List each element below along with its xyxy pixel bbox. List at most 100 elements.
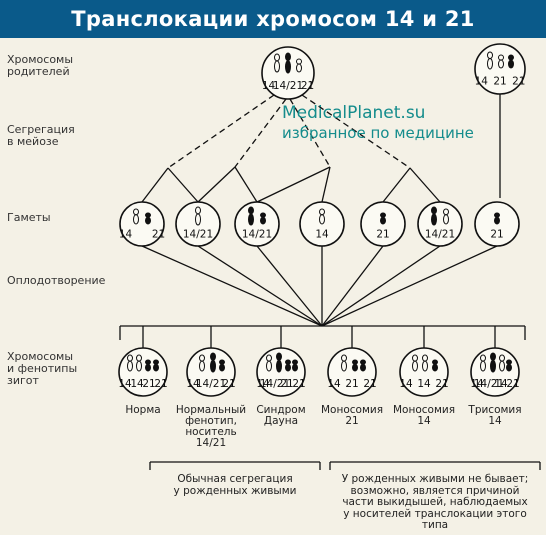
gamete-cell-1-chromosome-1-arm-p [145,212,151,218]
page-title: Транслокации хромосом 14 и 21 [71,7,475,31]
gamete-cell-3-membrane [234,201,280,247]
parent-normal-cell-chromosome-1-arm-p [498,54,504,61]
zygote-cell-4-chromosome-1-arm-q [352,363,358,372]
gamete-cell-6: 14/21 [417,201,463,247]
zygote-cell-1-chromosome-3-arm-p [153,359,159,365]
zygote-cell-5-label-2: 21 [435,378,448,390]
gamete-cell-3-chromosome-1-arm-q [260,216,266,225]
zygote-cell-3-chromosome-1-arm-q [276,359,282,373]
gamete-cell-6-chromosome-1-arm-p [443,208,449,216]
branch-line [167,167,199,203]
note-line: типа [421,519,449,531]
label-line: родителей [7,65,70,78]
caption-line: Норма [125,404,161,416]
gamete-cell-7-label-0: 21 [490,229,503,241]
parent-normal-cell-chromosome-2-arm-p [508,54,514,61]
caption-line: Нормальный [175,404,247,416]
label-zygotes: Хромосомы и фенотипы зигот [7,351,77,387]
zygote-cell-5-chromosome-2-arm-p [432,359,438,365]
gamete-cell-5-label-0: 21 [376,229,389,241]
zygote-cell-2-chromosome-1-arm-q [210,359,216,373]
fertilization-line [141,245,323,327]
zygote-cell-3-label-2: 21 [280,378,293,390]
zygote-cell-1-chromosome-2-arm-q [145,363,151,372]
gamete-cell-6-chromosome-1-arm-q [443,214,449,225]
zygote-cell-6-label-0: 14 [470,378,484,390]
label-line: Гаметы [7,211,51,224]
zygote-cell-5-chromosome-0-arm-p [412,354,418,362]
caption-line: Моносомия [320,404,384,416]
parent-normal-cell-chromosome-0-arm-q [487,57,493,70]
caption-line: фенотип, [185,415,237,427]
zygote-cell-6-chromosome-2-arm-q [499,360,505,372]
zygote-caption-1: Норма [107,405,179,416]
gamete-cell-5: 21 [360,201,406,247]
label-line: в мейозе [7,135,59,148]
watermark-site: MedicalPlanet.su [282,103,426,123]
parent-carrier-cell-chromosome-2-arm-p [296,58,302,65]
parent-carrier-cell-chromosome-0-arm-q [274,60,280,73]
gamete-cell-2: 14/21 [175,201,221,247]
fertilization-line [321,245,498,327]
parent-carrier-cell-chromosome-0-arm-p [274,53,280,62]
zygote-cell-4-chromosome-0-arm-p [341,354,347,362]
caption-line: 14 [417,415,431,427]
zygote-cell-1-label-2: 21 [142,378,155,390]
caption-line: носитель [185,426,237,438]
parent-normal-cell-label-0: 14 [475,76,489,88]
zygote-cell-3-label-3: 21 [292,378,305,390]
label-line: Сегрегация [7,123,75,136]
gamete-cell-3-chromosome-0-arm-p [248,206,254,215]
dashed-segregation-line [289,98,331,168]
parent-carrier-cell-label-1: 14/21 [273,80,303,92]
zygote-cell-6-chromosome-3-arm-p [506,359,512,365]
zygote-cell-3-chromosome-0-arm-p [266,354,272,362]
branch-line [256,166,331,203]
gamete-cell-6-chromosome-0-arm-p [431,206,437,215]
zygote-cell-2-chromosome-0-arm-p [199,354,205,362]
branch-line [141,167,169,203]
gamete-cell-3-label-0: 14/21 [242,229,272,241]
zygote-cell-3-chromosome-3-arm-q [292,363,298,372]
gamete-cell-3-chromosome-1-arm-p [260,212,266,218]
zygote-cell-5-chromosome-2-arm-q [432,363,438,372]
label-line: Оплодотворение [7,274,106,287]
label-line: Хромосомы [7,53,74,66]
branch-line [409,167,441,203]
parent-carrier-cell-label-2: 21 [301,80,314,92]
parent-normal-cell-chromosome-2-arm-q [508,59,514,69]
zygote-cell-4-chromosome-2-arm-q [360,363,366,372]
zygote-cell-5-chromosome-0-arm-q [412,360,418,372]
zygote-cell-6-label-1: 14/21 [474,378,504,390]
gamete-cell-1-chromosome-0-arm-p [133,208,139,216]
fertilization-line [256,245,323,327]
zygote-cell-6-chromosome-1-arm-q [490,359,496,373]
gamete-cell-4: 14 [299,201,345,247]
label-line: зигот [7,374,39,387]
zygote-cell-3-chromosome-3-arm-p [292,359,298,365]
note-line: части выкидышей, наблюдаемых [342,496,528,508]
caption-line: 14/21 [195,437,227,449]
gamete-cell-3-chromosome-0-arm-q [248,213,254,226]
note-line: возможно, является причиной [350,484,520,497]
branch-line [197,166,236,203]
zygote-cell-5-chromosome-1-arm-p [422,354,428,362]
label-line: и фенотипы [7,362,78,375]
zygote-cell-4-chromosome-0-arm-q [341,360,347,372]
fertilization-line [321,245,441,327]
parent-carrier-cell-chromosome-2-arm-q [296,63,302,73]
label-line: Хромосомы [7,350,74,363]
zygote-cell-4-chromosome-2-arm-p [360,359,366,365]
zygote-cell-4-label-2: 21 [363,378,376,390]
gamete-cell-6-label-0: 14/21 [425,229,455,241]
gamete-cell-2-chromosome-0-arm-q [195,213,201,226]
parent-carrier-cell-label-0: 14 [262,80,276,92]
zygote-cell-3-chromosome-1-arm-p [276,352,282,361]
gamete-cell-2-chromosome-0-arm-p [195,206,201,215]
branch-line [382,167,411,203]
